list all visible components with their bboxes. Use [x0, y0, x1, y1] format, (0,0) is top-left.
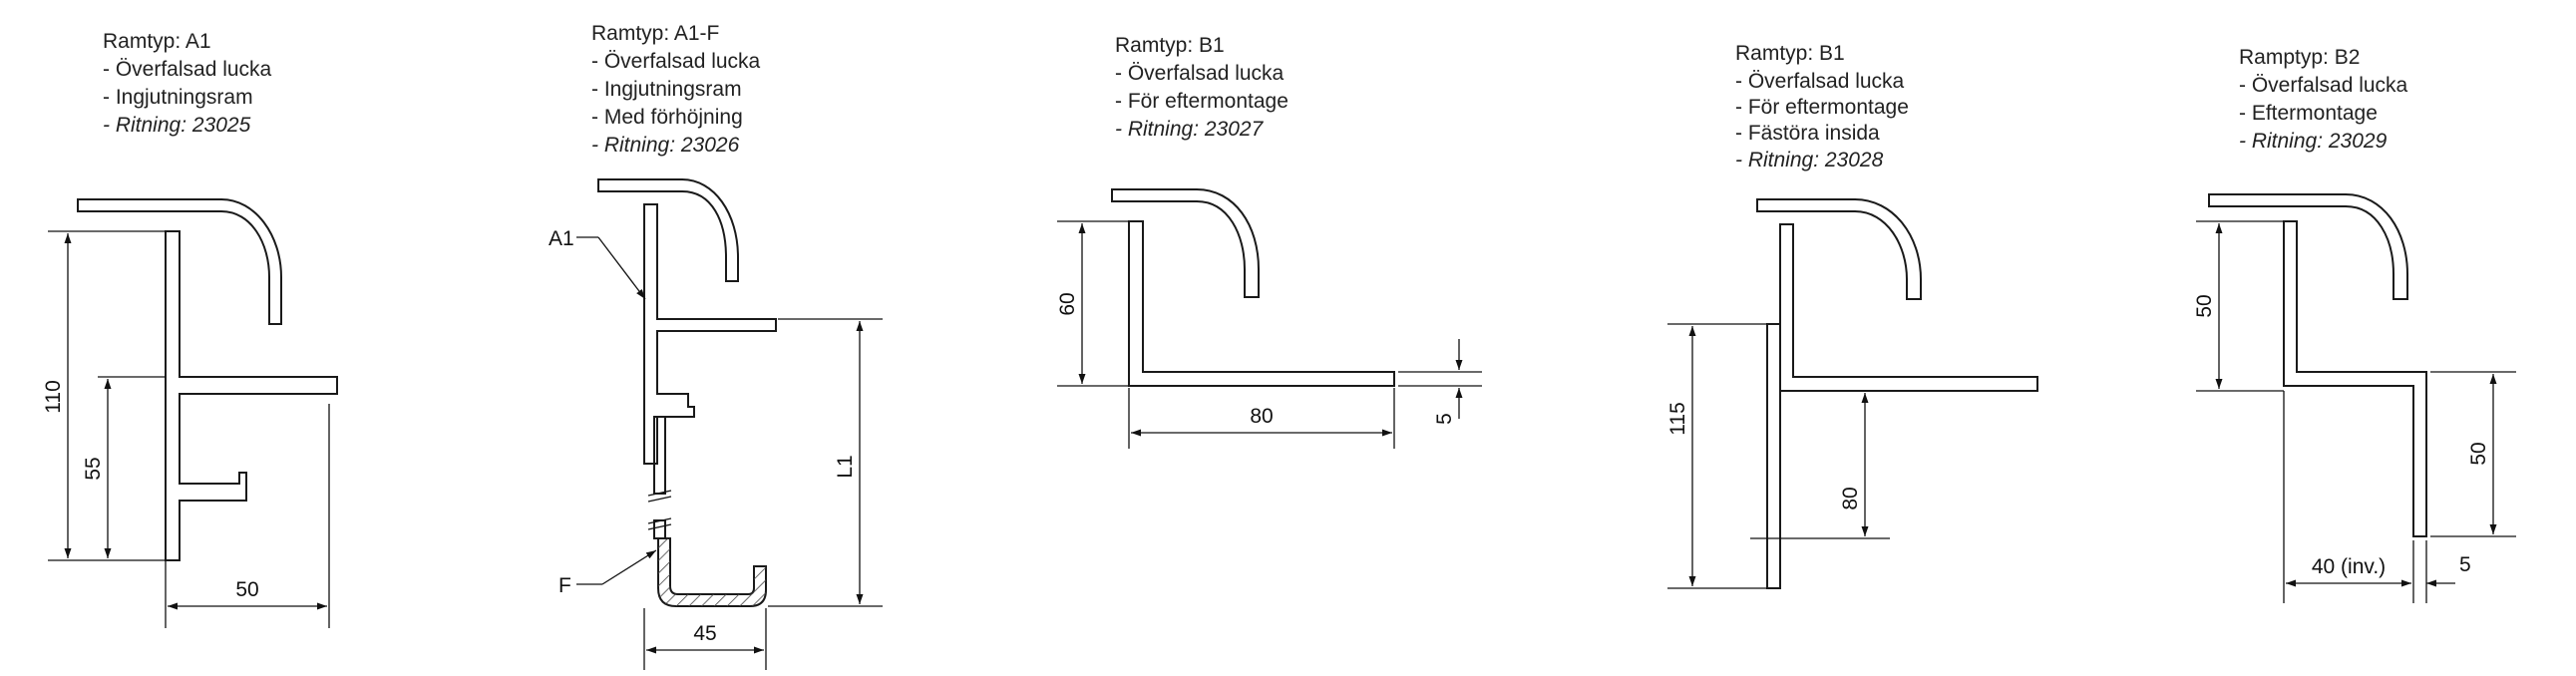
- frame-b1a-drawing: - Ritning: 23027: [1115, 118, 1265, 141]
- svg-text:40 (inv.): 40 (inv.): [2312, 555, 2386, 578]
- frame-b1a-dim-80: 80: [1128, 388, 1395, 449]
- frame-a1f-dim-45: 45: [643, 608, 767, 670]
- svg-text:5: 5: [2459, 553, 2471, 576]
- frame-a1-type: Ramtyp: A1: [103, 30, 211, 53]
- frame-b1b-ear: [1766, 323, 1781, 589]
- frame-b1a-cover: [1111, 188, 1260, 298]
- svg-text:50: 50: [2467, 442, 2490, 465]
- frame-b1-b: Ramtyp: B1 - Överfalsad lucka - För efte…: [1666, 42, 2038, 589]
- frame-a1f-callout-a1: A1: [549, 227, 646, 300]
- frame-a1-line-2: - Ingjutningsram: [103, 86, 253, 109]
- frame-a1-dim-110: 110: [42, 230, 166, 561]
- svg-text:5: 5: [1433, 413, 1456, 425]
- frame-b1b-dim-80: 80: [1750, 393, 1890, 539]
- frame-b1a-line-2: - För eftermontage: [1115, 90, 1288, 113]
- frame-a1-profile: [165, 230, 338, 561]
- frame-b1a-type: Ramtyp: B1: [1115, 34, 1225, 57]
- frame-a1f-post-lower: [653, 519, 666, 539]
- frame-b2-dim-50-left: 50: [2193, 220, 2284, 392]
- svg-text:80: 80: [1250, 405, 1273, 428]
- frame-b2-dim-40-inv: 40 (inv.): [2283, 391, 2427, 603]
- frame-a1-cover: [77, 198, 282, 325]
- frame-a1f-upper-profile: [643, 203, 777, 465]
- frame-a1: Ramtyp: A1 - Överfalsad lucka - Ingjutni…: [42, 30, 338, 628]
- frame-a1f-line-1: - Överfalsad lucka: [591, 50, 761, 73]
- frame-b1b-drawing: - Ritning: 23028: [1735, 149, 1884, 171]
- frame-a1-line-1: - Överfalsad lucka: [103, 58, 272, 81]
- frame-a1f-drawing: - Ritning: 23026: [591, 134, 740, 157]
- frame-a1f-line-2: - Ingjutningsram: [591, 78, 742, 101]
- frame-b2-cover: [2208, 193, 2408, 300]
- frame-a1f-type: Ramtyp: A1-F: [591, 22, 719, 45]
- frame-a1-dim-50: 50: [165, 404, 330, 628]
- frame-b1b-line-2: - För eftermontage: [1735, 96, 1909, 119]
- frame-b1b-dim-115: 115: [1666, 323, 1767, 589]
- frame-b2: Ramptyp: B2 - Överfalsad lucka - Eftermo…: [2193, 46, 2516, 603]
- svg-text:50: 50: [235, 578, 258, 601]
- svg-text:L1: L1: [834, 455, 857, 478]
- frame-b1a-dim-5: 5: [1398, 339, 1482, 425]
- svg-text:55: 55: [82, 457, 105, 480]
- frame-b2-line-1: - Överfalsad lucka: [2239, 74, 2408, 97]
- frame-a1f-dim-l1: L1: [768, 318, 883, 607]
- svg-text:45: 45: [693, 622, 716, 645]
- svg-text:110: 110: [42, 380, 65, 413]
- frame-b1b-type: Ramtyp: B1: [1735, 42, 1845, 65]
- frame-b2-profile: [2283, 220, 2427, 537]
- frame-b1b-line-3: - Fästöra insida: [1735, 122, 1880, 145]
- svg-text:50: 50: [2193, 294, 2216, 317]
- frame-b1a-dim-60: 60: [1056, 220, 1129, 387]
- svg-text:F: F: [558, 574, 571, 597]
- frame-a1f: Ramtyp: A1-F - Överfalsad lucka - Ingjut…: [549, 22, 883, 670]
- frame-b2-dim-5: 5: [2426, 553, 2471, 587]
- frame-a1-drawing: - Ritning: 23025: [103, 114, 251, 137]
- svg-text:A1: A1: [549, 227, 574, 250]
- frame-b1a-profile: [1128, 220, 1395, 387]
- frame-a1f-post-upper: [653, 416, 666, 495]
- frame-b1a-line-1: - Överfalsad lucka: [1115, 62, 1285, 85]
- svg-text:80: 80: [1839, 487, 1862, 509]
- svg-text:60: 60: [1056, 292, 1079, 315]
- frame-b2-drawing: - Ritning: 23029: [2239, 130, 2388, 153]
- frame-a1f-callout-f: F: [558, 549, 657, 597]
- frame-b2-dim-50-right: 50: [2430, 371, 2516, 537]
- frame-b1b-profile: [1779, 223, 2038, 392]
- frame-b1b-line-1: - Överfalsad lucka: [1735, 70, 1905, 93]
- frame-b1b-cover: [1756, 198, 1922, 300]
- frame-b1-a: Ramtyp: B1 - Överfalsad lucka - För efte…: [1056, 34, 1482, 449]
- svg-text:115: 115: [1666, 402, 1689, 435]
- frame-a1f-line-3: - Med förhöjning: [591, 106, 743, 129]
- frame-a1-dim-55: 55: [82, 376, 166, 558]
- frame-b2-line-2: - Eftermontage: [2239, 102, 2378, 125]
- frame-b2-type: Ramptyp: B2: [2239, 46, 2360, 69]
- frame-a1f-cover: [597, 178, 739, 282]
